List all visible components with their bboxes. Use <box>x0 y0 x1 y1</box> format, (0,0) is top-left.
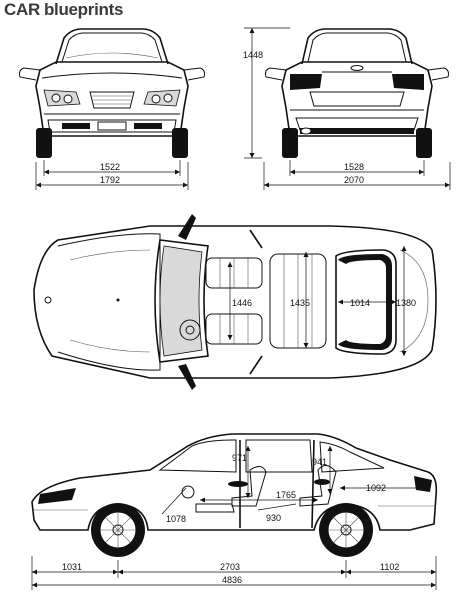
front-headroom-label: 971 <box>232 453 247 463</box>
front-view-drawing <box>19 28 205 158</box>
trunk-length-label: 1092 <box>366 483 386 493</box>
wheelbase-label: 2703 <box>220 562 240 572</box>
brand-word-car: CAR <box>4 0 40 19</box>
front-interior-width-label: 1446 <box>232 298 252 308</box>
trunk-depth-label: 1014 <box>350 298 370 308</box>
front-legroom-label: 1078 <box>166 514 186 524</box>
rear-overall-width-label: 2070 <box>344 175 364 185</box>
rear-headroom-label: 941 <box>312 457 327 467</box>
height-dimension: 1448 <box>243 27 290 159</box>
rear-view-dimensions: 1528 2070 <box>263 160 451 190</box>
side-view-drawing <box>31 433 438 557</box>
cabin-length-label: 1765 <box>276 490 296 500</box>
overall-length-label: 4836 <box>222 575 242 585</box>
rear-overhang-label: 1102 <box>380 562 399 572</box>
side-view-dimensions: 971 941 1765 1092 1078 930 1031 2703 110… <box>31 446 437 590</box>
front-overall-width-label: 1792 <box>100 175 120 185</box>
rear-track-width-label: 1528 <box>344 162 364 172</box>
front-track-width-label: 1522 <box>100 162 120 172</box>
rear-view-drawing <box>265 28 449 158</box>
brand-word-blueprints: blueprints <box>43 0 124 19</box>
top-view-drawing <box>33 214 437 390</box>
rear-legroom-label: 930 <box>266 513 281 523</box>
top-view-dimensions: 1446 1435 1014 1380 <box>227 246 416 356</box>
front-overhang-label: 1031 <box>62 562 82 572</box>
overall-height-label: 1448 <box>243 50 263 60</box>
rear-interior-width-label: 1435 <box>290 298 310 308</box>
trunk-width-label: 1380 <box>396 298 416 308</box>
front-view-dimensions: 1522 1792 <box>35 160 189 190</box>
